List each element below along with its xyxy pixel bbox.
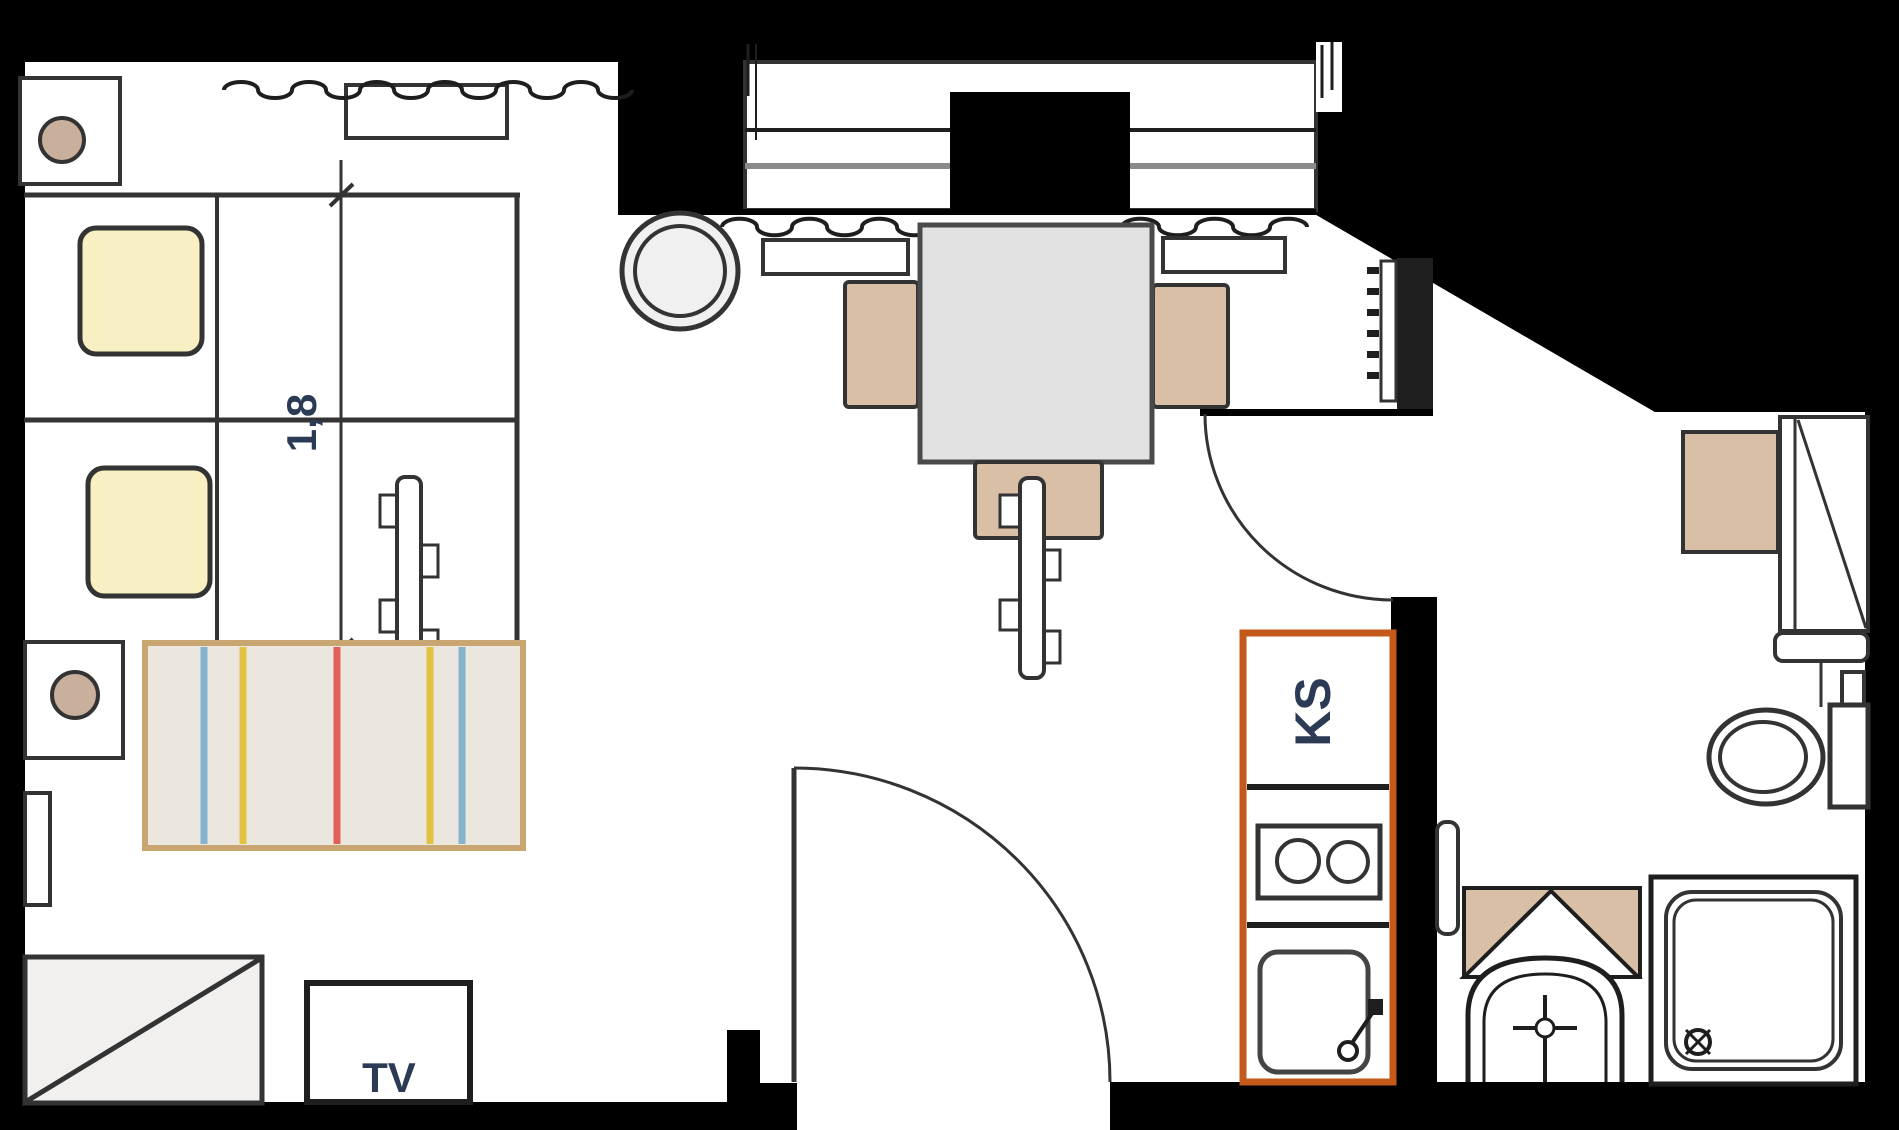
wall-bottom-left: [0, 1102, 730, 1130]
fridge-label: KS: [1285, 677, 1341, 746]
sink-tap-arm: [1350, 1010, 1375, 1045]
coat-rack-hook: [1367, 267, 1379, 274]
dining-table: [917, 222, 1155, 465]
radiator-symbol-2: [998, 476, 1062, 680]
coat-rack-hook: [1367, 351, 1379, 358]
wall-top-right-diagonal: [1313, 0, 1899, 1130]
window-sill-right: [1161, 236, 1287, 274]
lamp-top: [38, 116, 86, 164]
radiator2-knob: [998, 493, 1022, 529]
stool-inner: [633, 224, 727, 318]
shower-inner-1: [1664, 890, 1843, 1071]
bath-cabinet-diagonal: [1796, 419, 1868, 629]
coat-rack-hook: [1367, 330, 1379, 337]
radiator2-bar: [1018, 476, 1046, 680]
bath-ledge: [1773, 631, 1870, 663]
door-jamb-stub: [727, 1030, 760, 1130]
bath-door-leaf: [1435, 820, 1460, 936]
dining-chair-right: [1151, 283, 1230, 409]
doors: [791, 413, 1394, 1083]
pillow-bed-2: [85, 465, 213, 599]
dimension-line: 1,8: [278, 160, 355, 663]
entrance-door-swing: [793, 766, 1112, 1083]
sink-drain: [1337, 1040, 1359, 1062]
bath-chair: [1681, 430, 1780, 554]
shower: [1648, 874, 1859, 1087]
corner-desk-diagonal: [25, 956, 262, 1104]
toilet: [1706, 702, 1871, 810]
bath-sink-inner: [1482, 972, 1608, 1082]
coat-rack-hook: [1367, 309, 1379, 316]
tv-label: TV: [362, 1054, 416, 1101]
coat-rack: [1367, 259, 1398, 403]
pillow-bed-1: [77, 225, 205, 357]
wall-bottom-right: [1110, 1082, 1899, 1130]
window-pier-1: [618, 0, 745, 213]
hall-door-swing: [1203, 413, 1394, 602]
coat-rack-hook: [1367, 288, 1379, 295]
shower-tray: [1648, 874, 1859, 1087]
curtain-wave-right: [1120, 216, 1309, 238]
sleeping-area: 1,8 TV: [18, 76, 526, 1106]
bath-sink: [1465, 955, 1625, 1082]
kitchen-sink: [1257, 949, 1383, 1075]
wall-partition-line: [1200, 409, 1433, 416]
window-sill-left: [761, 238, 910, 276]
bathroom: [1435, 415, 1871, 1087]
shower-inner-2: [1672, 898, 1835, 1063]
tv-stand: TV: [304, 980, 473, 1105]
bath-cabinet: [1778, 415, 1870, 633]
stove-burner: [1275, 838, 1321, 884]
wall-hall-bar: [1397, 258, 1433, 409]
wall-kitchen-bath: [1391, 597, 1437, 1130]
lamp-bottom: [50, 670, 100, 720]
dining-chair-left: [843, 280, 920, 409]
door-jamb-stub-foot: [759, 1083, 797, 1130]
rug: [142, 640, 526, 851]
bath-sink-tap-dot: [1534, 1017, 1556, 1039]
stove-burner: [1326, 840, 1370, 884]
dimension-label: 1,8: [278, 394, 325, 452]
shower-drain-cross-2: [1684, 1028, 1712, 1056]
coat-rack-hook: [1367, 372, 1379, 379]
tv-outline: [304, 980, 473, 1105]
curtain-wave-left: [222, 80, 634, 100]
radiator2-knob: [998, 598, 1022, 632]
toilet-cistern: [1827, 702, 1871, 810]
window-bay: [618, 42, 1342, 215]
wall-left: [0, 0, 25, 1130]
corner-desk: [22, 954, 265, 1106]
curtain-wave-mid: [720, 216, 934, 238]
kitchenette: KS: [1239, 629, 1397, 1086]
toilet-bowl-inner: [1718, 720, 1808, 794]
wall-radiator-left: [23, 791, 52, 907]
stove: [1255, 823, 1383, 901]
stool-outer: [619, 210, 741, 332]
bay-inner-wall-line: [618, 209, 1316, 215]
dimension-tick-top: [328, 182, 355, 208]
sink-tap-base: [1368, 999, 1383, 1015]
paper-holder: [1840, 670, 1866, 708]
dining-area: [222, 80, 1398, 680]
coat-rack-bar: [1379, 259, 1398, 403]
bath-cabinet-outline: [1778, 415, 1870, 633]
window-end-sliver: [1316, 42, 1342, 112]
window-pier-2: [950, 92, 1130, 213]
